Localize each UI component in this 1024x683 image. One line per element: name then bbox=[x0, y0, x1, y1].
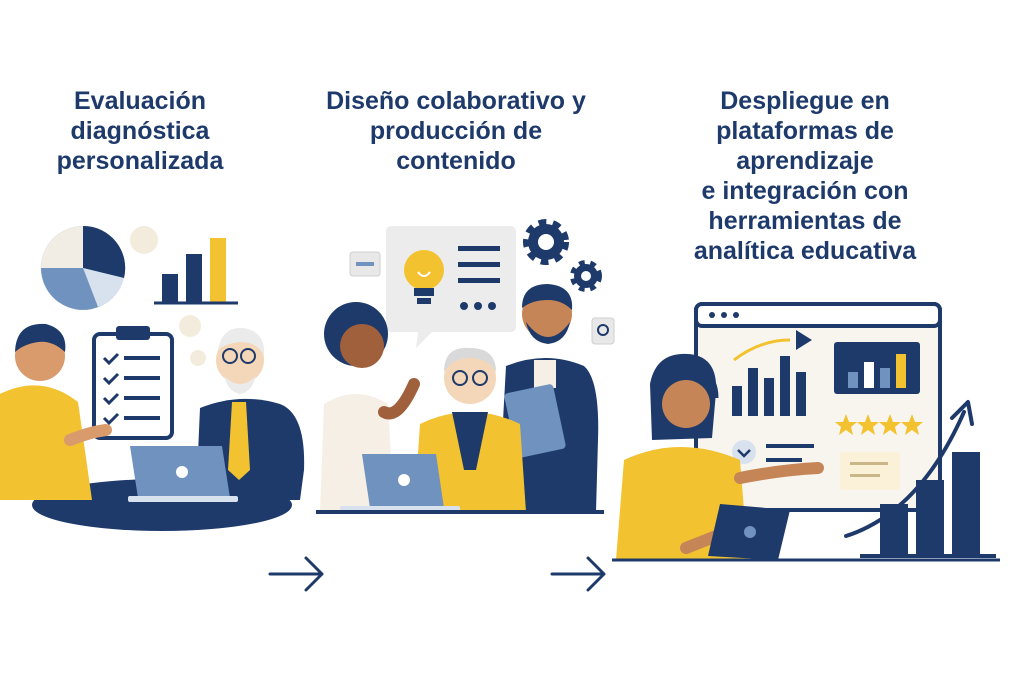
person-woman-curly bbox=[320, 302, 420, 512]
bar-chart-icon bbox=[860, 452, 996, 558]
idea-board bbox=[386, 226, 516, 348]
clipboard-checklist-icon bbox=[92, 326, 174, 440]
step-3-title-line: herramientas de bbox=[708, 207, 902, 235]
decor-dot bbox=[130, 226, 206, 366]
step-1-title-line: personalizada bbox=[56, 147, 224, 175]
laptop-icon bbox=[128, 446, 238, 502]
headset-icon bbox=[652, 365, 719, 412]
step-2-title: Diseño colaborativo y producción de cont… bbox=[300, 86, 612, 176]
lightbulb-icon bbox=[404, 250, 444, 304]
step-2-title-line: producción de bbox=[369, 117, 543, 145]
step-1-title-line: diagnóstica bbox=[70, 117, 210, 145]
chat-bubble-icon bbox=[349, 251, 615, 345]
step-3-title-line: aprendizaje bbox=[736, 147, 874, 175]
step-1-title: Evaluación diagnóstica personalizada bbox=[20, 86, 260, 176]
step-3-title-line: plataformas de bbox=[716, 117, 894, 145]
arrow-right-icon bbox=[550, 556, 606, 592]
trend-arrow-icon bbox=[844, 400, 974, 538]
step-3-illustration bbox=[612, 302, 1000, 562]
step-3-title: Despliegue en plataformas de aprendizaje… bbox=[660, 86, 950, 266]
pie-chart-icon bbox=[41, 225, 126, 310]
tablet-icon bbox=[708, 504, 790, 560]
person-older-man-center bbox=[414, 347, 526, 512]
step-3-title-line: e integración con bbox=[701, 177, 909, 205]
step-2-title-line: contenido bbox=[396, 147, 516, 175]
arrow-right-icon bbox=[268, 556, 324, 592]
step-2-illustration bbox=[316, 219, 615, 514]
person-young-man bbox=[0, 323, 112, 500]
gear-icon bbox=[523, 219, 602, 292]
step-1-title-line: Evaluación bbox=[74, 87, 206, 115]
step-2-title-line: Diseño colaborativo y bbox=[326, 87, 586, 115]
step-3-title-line: analítica educativa bbox=[693, 237, 917, 265]
step-3-title-line: Despliegue en bbox=[720, 87, 890, 115]
star-rating-icon bbox=[835, 414, 923, 435]
bar-chart-icon bbox=[154, 238, 238, 305]
step-1-illustration bbox=[0, 225, 305, 531]
